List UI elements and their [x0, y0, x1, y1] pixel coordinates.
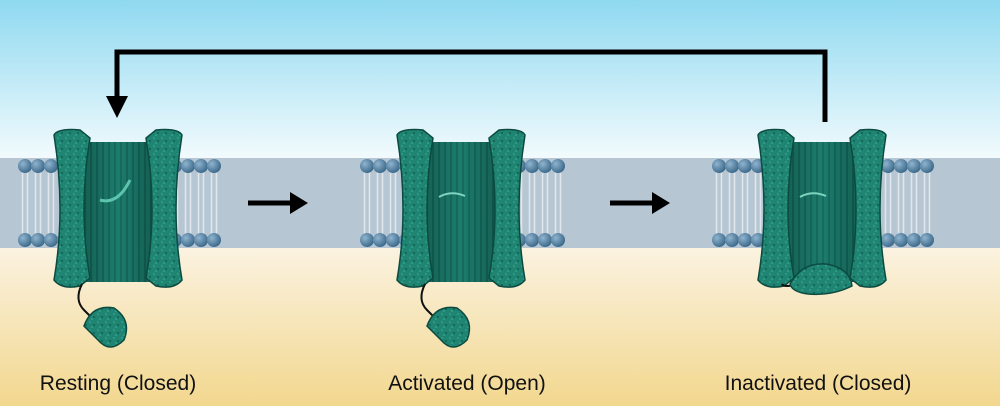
lipid-head	[386, 159, 400, 173]
lipid-head	[725, 159, 739, 173]
ion-channel	[396, 128, 526, 348]
right-arrow-icon	[610, 192, 670, 214]
channel-subunit	[757, 128, 795, 288]
lipid-head	[738, 159, 752, 173]
lipid-head	[181, 159, 195, 173]
channel-subunit	[849, 128, 887, 288]
lipid-head	[31, 159, 45, 173]
ion-channel	[757, 128, 887, 296]
lipid-head	[360, 233, 374, 247]
lipid-head	[44, 233, 58, 247]
lipid-head	[551, 233, 565, 247]
lipid-head	[881, 233, 895, 247]
state-label-inactivated: Inactivated (Closed)	[724, 372, 912, 395]
lipid-head	[881, 159, 895, 173]
lipid-head	[894, 159, 908, 173]
lipid-head	[738, 233, 752, 247]
lipid-head	[551, 159, 565, 173]
lipid-head	[712, 159, 726, 173]
lipid-head	[373, 159, 387, 173]
lipid-head	[525, 233, 539, 247]
right-arrow-icon	[248, 192, 308, 214]
lipid-head	[373, 233, 387, 247]
phospholipid-bilayers	[18, 159, 934, 247]
channel-subunit	[145, 128, 183, 288]
lipid-head	[907, 233, 921, 247]
lipid-head	[44, 159, 58, 173]
lipid-head	[894, 233, 908, 247]
lipid-head	[751, 233, 765, 247]
lipid-head	[538, 159, 552, 173]
channel-subunit	[396, 128, 434, 288]
state-label-resting: Resting (Closed)	[39, 372, 197, 395]
ion-channels	[53, 128, 887, 348]
lipid-head	[194, 159, 208, 173]
lipid-head	[386, 233, 400, 247]
lipid-head	[207, 233, 221, 247]
ion-channel	[53, 128, 183, 348]
lipid-head	[18, 233, 32, 247]
lipid-head	[181, 233, 195, 247]
lipid-head	[18, 159, 32, 173]
channel-subunit	[53, 128, 91, 288]
lipid-head	[920, 159, 934, 173]
lipid-head	[360, 159, 374, 173]
lipid-head	[194, 233, 208, 247]
lipid-head	[538, 233, 552, 247]
lipid-head	[725, 233, 739, 247]
inactivation-ball	[426, 306, 471, 348]
channel-subunit	[488, 128, 526, 288]
inactivation-ball	[83, 306, 128, 348]
inactivation-ball	[789, 263, 853, 296]
lipid-head	[207, 159, 221, 173]
lipid-head	[712, 233, 726, 247]
lipid-head	[907, 159, 921, 173]
lipid-head	[920, 233, 934, 247]
return-arrow-icon	[106, 49, 828, 122]
state-label-activated: Activated (Open)	[388, 372, 546, 395]
lipid-head	[525, 159, 539, 173]
lipid-head	[31, 233, 45, 247]
